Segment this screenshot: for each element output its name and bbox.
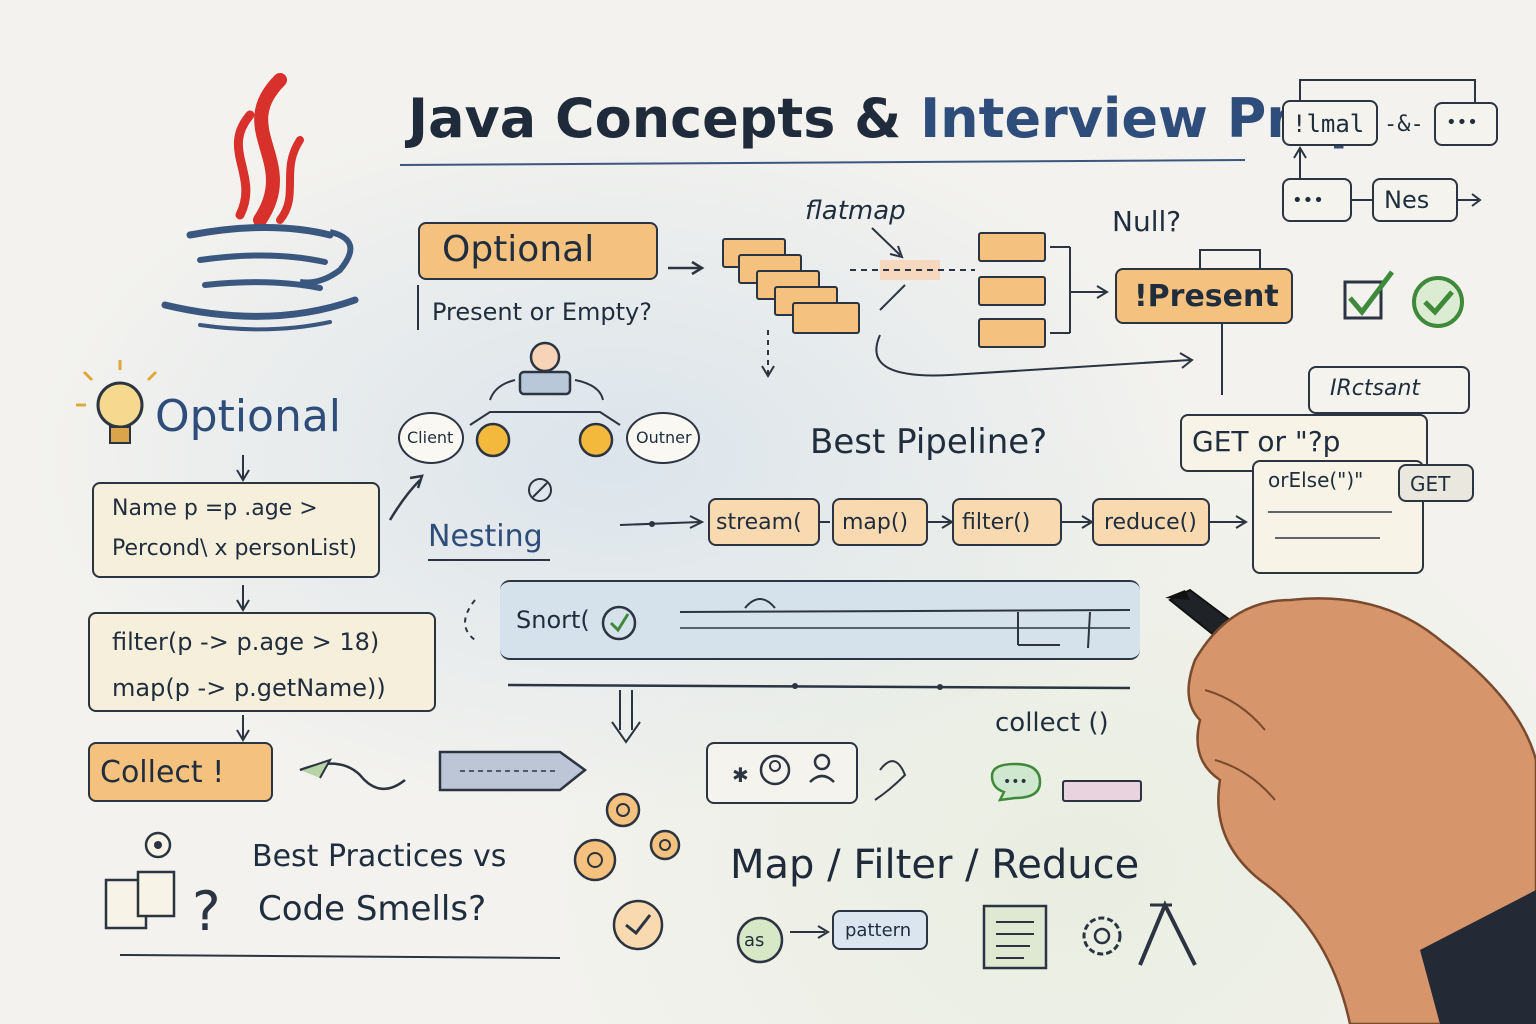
top-right-dots1: •••: [1446, 112, 1478, 133]
best-pipeline-label: Best Pipeline?: [810, 422, 1048, 462]
top-right-box-2: [1434, 102, 1498, 146]
top-right-box-3: [1282, 178, 1352, 222]
code-box-2-line1: filter(p -> p.age > 18): [112, 628, 380, 656]
progress-bar: [1062, 780, 1142, 802]
right-panel-line1: GET or "?p: [1192, 425, 1341, 458]
pipeline-stream-box: [708, 498, 820, 546]
right-panel-body: [1252, 460, 1424, 574]
top-right-box-1: [1282, 100, 1378, 146]
client-bubble: [398, 412, 464, 464]
best-practices-line2: Code Smells?: [258, 889, 487, 929]
svg-text:?: ?: [192, 880, 221, 943]
top-right-label2: Nes: [1384, 186, 1430, 214]
optional-box-subtitle: Present or Empty?: [432, 298, 652, 326]
map-filter-reduce-label: Map / Filter / Reduce: [730, 842, 1140, 888]
collect-call-label: collect (): [995, 708, 1109, 738]
best-practices-line1: Best Practices vs: [252, 839, 507, 874]
flatmap-output-1: [978, 232, 1046, 262]
collect-box: [88, 742, 273, 802]
optional-box: [418, 222, 658, 280]
present-box-label: !Present: [1134, 279, 1279, 314]
sort-bar-label: Snort(: [516, 606, 590, 634]
pipeline-filter-label: filter(): [962, 510, 1031, 535]
pipeline-map-box: [832, 498, 928, 546]
present-box: [1115, 268, 1293, 324]
svg-text:✱: ✱: [732, 763, 749, 787]
code-box-1-line2: Percond\ x personList): [112, 536, 357, 561]
pipeline-stream-label: stream(: [716, 510, 802, 535]
right-panel-tag: IRctsant: [1330, 376, 1421, 401]
client-label: Client: [407, 428, 454, 447]
top-right-amp: -&-: [1384, 112, 1424, 137]
top-right-dots2: •••: [1292, 190, 1324, 211]
nesting-label: Nesting: [428, 519, 543, 554]
flatmap-output-2: [978, 276, 1046, 306]
flatmap-stack-5: [792, 302, 860, 334]
get-button[interactable]: [1398, 464, 1474, 502]
outner-bubble: [626, 412, 700, 464]
side-optional-label: Optional: [155, 391, 342, 442]
code-box-2-line2: map(p -> p.getName)): [112, 674, 386, 702]
optional-box-label: Optional: [442, 229, 595, 270]
get-button-label: GET: [1410, 472, 1451, 496]
sort-bar: [500, 580, 1140, 660]
outner-label: Outner: [636, 428, 692, 447]
pipeline-reduce-box: [1092, 498, 1210, 546]
top-right-label1: !lmal: [1292, 110, 1365, 138]
user-panel: [706, 742, 858, 804]
code-box-1-line1: Name p =p .age >: [112, 496, 318, 521]
pattern-box: [832, 910, 928, 950]
svg-text:•••: •••: [1003, 774, 1028, 790]
top-right-box-4: [1372, 178, 1458, 222]
collect-box-label: Collect !: [100, 755, 225, 790]
right-panel-line2: orElse(")": [1268, 468, 1364, 492]
as-label: as: [744, 930, 765, 951]
right-panel-tag-box: [1308, 366, 1470, 414]
pattern-box-label: pattern: [845, 920, 912, 941]
pipeline-reduce-label: reduce(): [1104, 510, 1197, 535]
title-part1: Java Concepts &: [408, 87, 902, 150]
code-box-2: [88, 612, 436, 712]
pipeline-map-label: map(): [842, 510, 909, 535]
pipeline-filter-box: [952, 498, 1062, 546]
flatmap-output-3: [978, 318, 1046, 348]
flatmap-label: flatmap: [805, 196, 906, 226]
code-box-1: [92, 482, 380, 578]
null-label: Null?: [1112, 205, 1182, 238]
